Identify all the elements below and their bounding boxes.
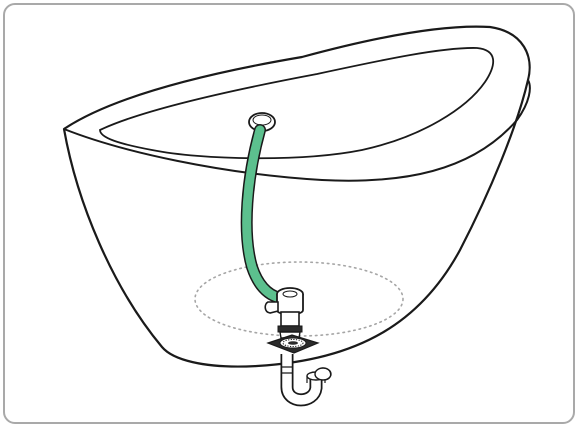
floor-drain-grate	[266, 334, 320, 354]
bathtub-rim-edge	[63, 79, 531, 182]
overflow-hose-fill	[242, 125, 285, 303]
illustration-frame	[3, 3, 575, 424]
drain-pipe-section	[277, 311, 303, 339]
bathtub-drain-diagram	[62, 25, 531, 407]
bathtub-inner-basin	[99, 47, 494, 160]
p-trap-pipe	[280, 354, 332, 407]
